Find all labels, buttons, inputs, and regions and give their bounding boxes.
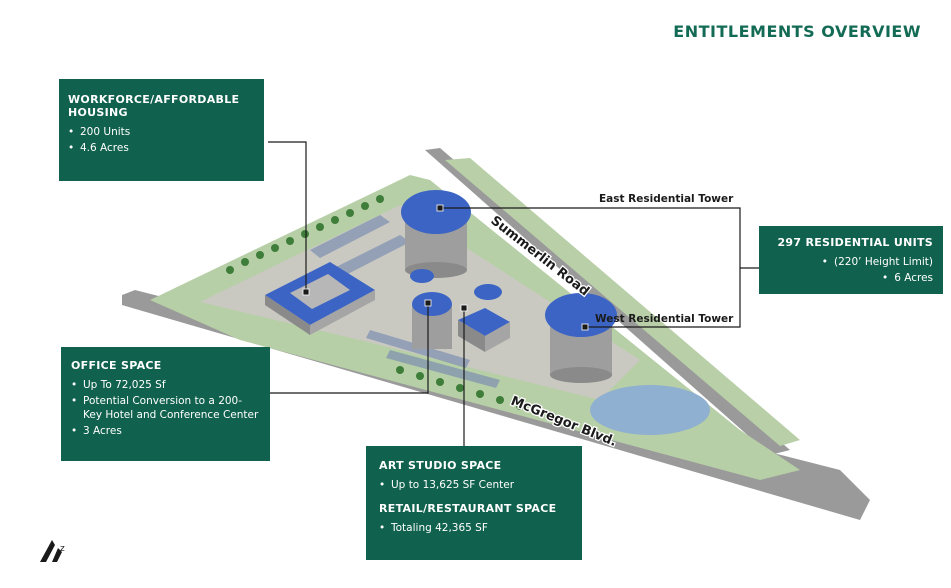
tree-rows bbox=[226, 195, 544, 416]
housing-item: 4.6 Acres bbox=[68, 141, 255, 155]
leader-office bbox=[270, 303, 429, 394]
logo-mark-icon: z bbox=[40, 540, 65, 562]
residential-info-box: 297 RESIDENTIAL UNITS (220’ Height Limit… bbox=[759, 226, 943, 294]
office-item: 3 Acres bbox=[71, 424, 260, 438]
retail-heading: RETAIL/RESTAURANT SPACE bbox=[379, 502, 557, 515]
office-item: Up To 72,025 Sf bbox=[71, 378, 260, 392]
retail-roof bbox=[474, 284, 502, 300]
retail-roof bbox=[410, 269, 434, 283]
residential-item: (220’ Height Limit) bbox=[769, 255, 933, 269]
east-tower-roof bbox=[401, 190, 471, 234]
page-title: ENTITLEMENTS OVERVIEW bbox=[673, 22, 921, 41]
office-heading: OFFICE SPACE bbox=[71, 359, 162, 372]
leader-west bbox=[585, 268, 741, 328]
art-retail-info-box: ART STUDIO SPACE Up to 13,625 SF Center … bbox=[366, 446, 582, 560]
art-studio-building bbox=[458, 308, 510, 336]
housing-heading: WORKFORCE/AFFORDABLE HOUSING bbox=[68, 93, 240, 119]
art-heading: ART STUDIO SPACE bbox=[379, 459, 502, 472]
housing-info-box: WORKFORCE/AFFORDABLE HOUSING 200 Units 4… bbox=[59, 79, 264, 181]
residential-item: 6 Acres bbox=[769, 271, 933, 285]
office-item: Potential Conversion to a 200-Key Hotel … bbox=[71, 394, 260, 422]
west-tower-label: West Residential Tower bbox=[595, 313, 734, 325]
leader-housing bbox=[268, 141, 307, 292]
pond bbox=[590, 385, 710, 435]
housing-item: 200 Units bbox=[68, 125, 255, 139]
west-tower-roof bbox=[545, 293, 617, 337]
office-tower-roof bbox=[412, 292, 452, 316]
leader-east bbox=[440, 207, 760, 269]
residential-heading: 297 RESIDENTIAL UNITS bbox=[777, 236, 933, 249]
office-info-box: OFFICE SPACE Up To 72,025 Sf Potential C… bbox=[61, 347, 270, 461]
art-item: Up to 13,625 SF Center bbox=[379, 478, 572, 492]
retail-item: Totaling 42,365 SF bbox=[379, 521, 572, 535]
east-tower-label: East Residential Tower bbox=[599, 193, 734, 205]
svg-text:z: z bbox=[60, 544, 65, 554]
road-median bbox=[445, 158, 800, 446]
